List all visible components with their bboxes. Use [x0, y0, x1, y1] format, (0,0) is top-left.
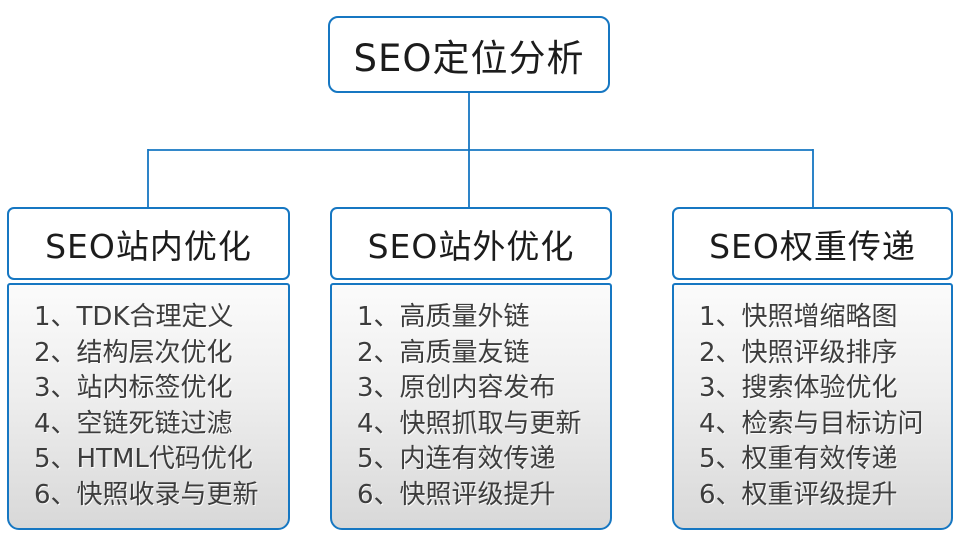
- list-item: 1、快照增缩略图: [699, 302, 898, 332]
- list-item: 2、结构层次优化: [34, 337, 233, 368]
- list-item: 4、快照抓取与更新: [357, 408, 582, 439]
- column-panel-weight-transfer: 1、快照增缩略图 2、快照评级排序 3、搜索体验优化 4、检索与目标访问 5、权…: [672, 283, 953, 530]
- list-item: 1、高质量外链: [357, 302, 530, 332]
- root-node-title: SEO定位分析: [353, 36, 585, 80]
- root-node-seo-positioning-analysis: SEO定位分析: [328, 16, 610, 93]
- column-panel-offsite-optimization: 1、高质量外链 2、高质量友链 3、原创内容发布 4、快照抓取与更新 5、内连有…: [330, 283, 612, 530]
- list-item: 2、高质量友链: [357, 337, 530, 368]
- list-item: 1、TDK合理定义: [34, 302, 234, 332]
- list-item: 4、检索与目标访问: [699, 408, 924, 439]
- column-header-weight-transfer: SEO权重传递: [672, 207, 953, 280]
- column-title: SEO权重传递: [709, 226, 916, 266]
- list-item: 3、搜索体验优化: [699, 373, 898, 403]
- list-item: 6、快照收录与更新: [34, 479, 259, 510]
- list-item: 4、空链死链过滤: [34, 408, 233, 439]
- list-item: 5、权重有效传递: [699, 444, 898, 474]
- list-item: 3、站内标签优化: [34, 373, 233, 403]
- column-header-onsite-optimization: SEO站内优化: [7, 207, 290, 280]
- list-item: 6、快照评级提升: [357, 479, 556, 510]
- list-item: 6、权重评级提升: [699, 479, 898, 510]
- column-title: SEO站内优化: [45, 226, 252, 266]
- list-item: 5、HTML代码优化: [34, 444, 253, 474]
- column-title: SEO站外优化: [367, 226, 575, 266]
- list-item: 2、快照评级排序: [699, 337, 898, 368]
- list-item: 3、原创内容发布: [357, 373, 556, 403]
- column-header-offsite-optimization: SEO站外优化: [330, 207, 612, 280]
- column-panel-onsite-optimization: 1、TDK合理定义 2、结构层次优化 3、站内标签优化 4、空链死链过滤 5、H…: [7, 283, 290, 530]
- list-item: 5、内连有效传递: [357, 444, 556, 474]
